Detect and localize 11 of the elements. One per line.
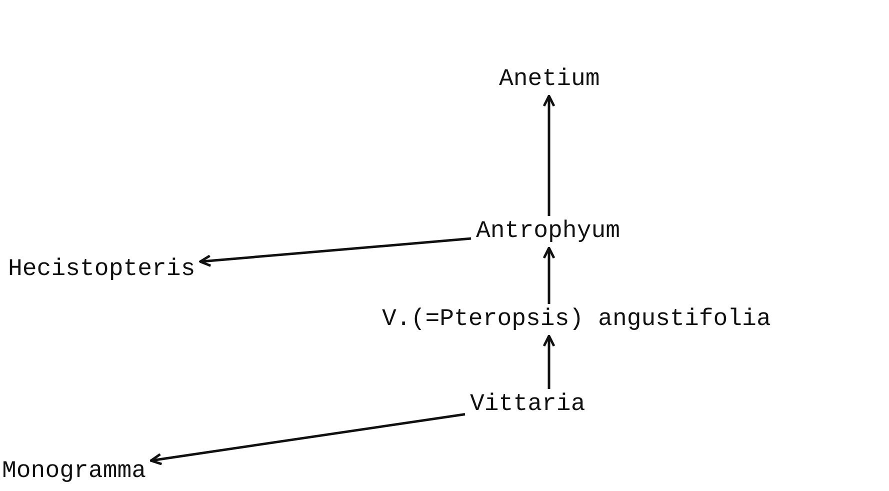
taxon-label: V.(=Pteropsis) angustifolia xyxy=(380,306,773,334)
taxon-label: Antrophyum xyxy=(474,218,622,246)
taxon-label: Vittaria xyxy=(468,391,588,419)
arrow xyxy=(198,237,472,267)
arrow xyxy=(542,94,556,216)
arrow xyxy=(542,246,556,304)
arrow xyxy=(542,334,556,389)
taxon-label: Anetium xyxy=(497,66,602,94)
arrow xyxy=(150,413,466,466)
taxon-label: Hecistopteris xyxy=(6,256,198,284)
taxon-label: Monogramma xyxy=(0,458,148,486)
